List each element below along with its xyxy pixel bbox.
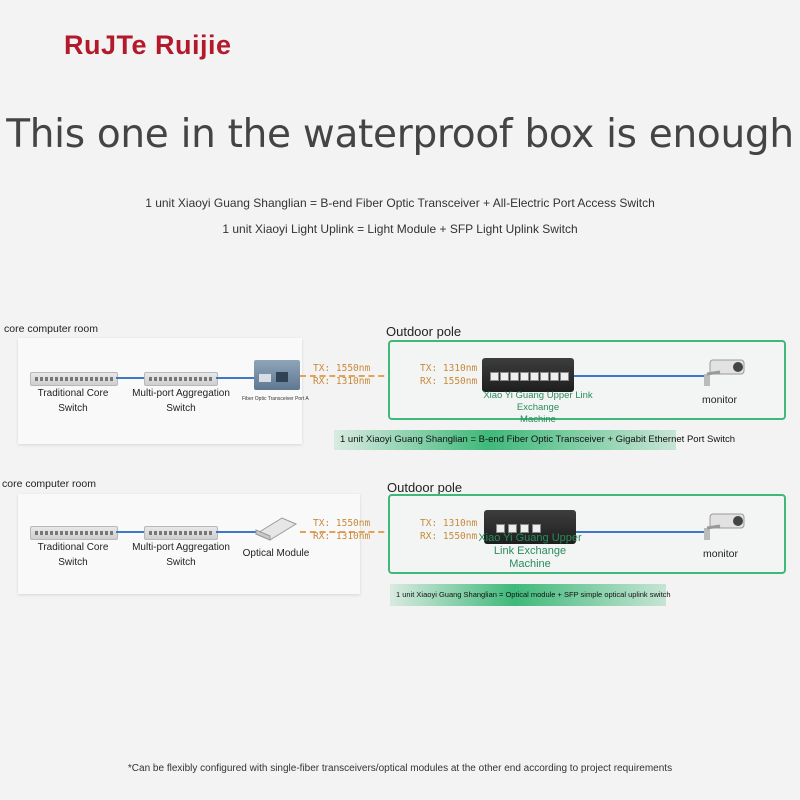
uplink-switch-icon [482, 358, 574, 392]
pole-label: Outdoor pole [386, 324, 462, 339]
ethernet-link [116, 531, 144, 533]
ethernet-link [216, 377, 256, 379]
computer-room-panel [18, 494, 360, 594]
ethernet-link [576, 531, 708, 533]
core-switch-icon [30, 372, 118, 386]
pole-box [388, 340, 786, 420]
fiber-transceiver-icon [254, 360, 300, 390]
footer-note: *Can be flexibly configured with single-… [127, 763, 673, 774]
computer-room-panel [18, 338, 302, 444]
subtitle-line-1: 1 unit Xiaoyi Guang Shanglian = B-end Fi… [145, 196, 655, 210]
aggregation-switch-icon [144, 372, 218, 386]
page-headline: This one in the waterproof box is enough [6, 112, 794, 157]
core-switch-icon [30, 526, 118, 540]
room-label: core computer room [2, 478, 96, 490]
brand-logo: RuJTe Ruijie [64, 30, 232, 60]
summary-tag: 1 unit Xiaoyi Guang Shanglian = Optical … [390, 584, 671, 606]
ethernet-link [574, 375, 708, 377]
transceiver-label: Fiber Optic Transceiver Port A [242, 396, 309, 402]
optical-module-icon [252, 514, 300, 542]
ethernet-link [116, 377, 144, 379]
camera-icon [700, 510, 750, 542]
aggregation-switch-icon [144, 526, 218, 540]
ethernet-link [216, 531, 256, 533]
uplink-switch-icon [484, 510, 576, 544]
monitor-label: monitor [703, 548, 739, 560]
subtitle-line-2: 1 unit Xiaoyi Light Uplink = Light Modul… [222, 222, 578, 236]
pole-box [388, 494, 786, 574]
pole-label: Outdoor pole [387, 480, 463, 495]
optical-module-label: Optical Module [242, 548, 310, 559]
room-label: core computer room [4, 323, 98, 335]
camera-icon [700, 356, 750, 388]
monitor-label: monitor [702, 394, 738, 406]
summary-tag: 1 unit Xiaoyi Guang Shanglian = B-end Fi… [334, 430, 735, 450]
